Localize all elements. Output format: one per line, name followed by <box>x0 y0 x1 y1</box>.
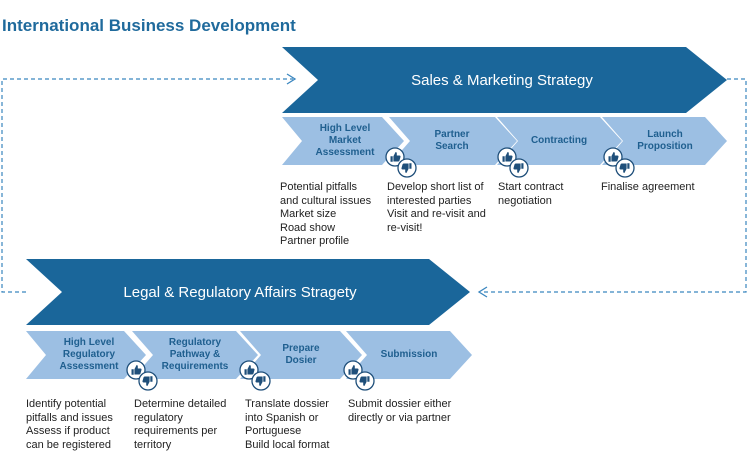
thumbs-down-icon <box>251 371 271 391</box>
thumbs-down-icon <box>138 371 158 391</box>
step-description-contracting: Start contract negotiation <box>498 181 564 207</box>
chevron-prepare-dosier <box>240 331 362 379</box>
chevron-market-assessment <box>282 117 404 165</box>
step-description-launch-proposition: Finalise agreement <box>601 181 695 193</box>
thumbs-down-icon <box>509 158 529 178</box>
step-description-regulatory-pathway: Determine detailed regulatory requiremen… <box>134 398 227 451</box>
thumbs-up-icon <box>126 360 146 380</box>
chevron-partner-search <box>389 117 517 165</box>
step-description-submission: Submit dossier either directly or via pa… <box>348 398 452 424</box>
chevron-regulatory-assessment <box>26 331 146 379</box>
thumbs-up-icon <box>497 147 517 167</box>
return-connector-arrowhead <box>477 286 488 298</box>
loop-connector-arrowhead-top <box>286 73 297 85</box>
chevron-regulatory-pathway <box>132 331 258 379</box>
thumbs-up-icon <box>603 147 623 167</box>
return-connector-line <box>481 78 747 293</box>
legal-regulatory-arrow <box>26 259 470 325</box>
thumbs-up-icon <box>239 360 259 380</box>
step-description-regulatory-assessment: Identify potential pitfalls and issues A… <box>26 398 113 451</box>
step-description-partner-search: Develop short list of interested parties… <box>387 181 486 234</box>
sales-marketing-arrow <box>282 47 727 113</box>
step-description-prepare-dosier: Translate dossier into Spanish or Portug… <box>245 398 330 451</box>
step-description-market-assessment: Potential pitfalls and cultural issues M… <box>280 181 372 247</box>
chevron-submission <box>346 331 472 379</box>
thumbs-up-icon <box>343 360 363 380</box>
thumbs-up-icon <box>385 147 405 167</box>
thumbs-down-icon <box>397 158 417 178</box>
thumbs-down-icon <box>355 371 375 391</box>
chevron-launch-proposition <box>602 117 727 165</box>
thumbs-down-icon <box>615 158 635 178</box>
page-title: International Business Development <box>2 16 296 35</box>
chevron-contracting <box>497 117 622 165</box>
